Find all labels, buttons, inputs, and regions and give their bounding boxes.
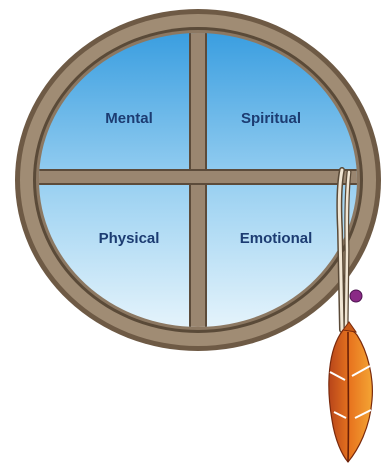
bead-icon (350, 290, 362, 302)
label-bottom-right: Emotional (240, 230, 313, 247)
mullion-center (191, 171, 205, 183)
label-top-right: Spiritual (241, 110, 301, 127)
feather-icon (329, 329, 373, 462)
label-top-left: Mental (105, 110, 153, 127)
label-bottom-left: Physical (99, 230, 160, 247)
